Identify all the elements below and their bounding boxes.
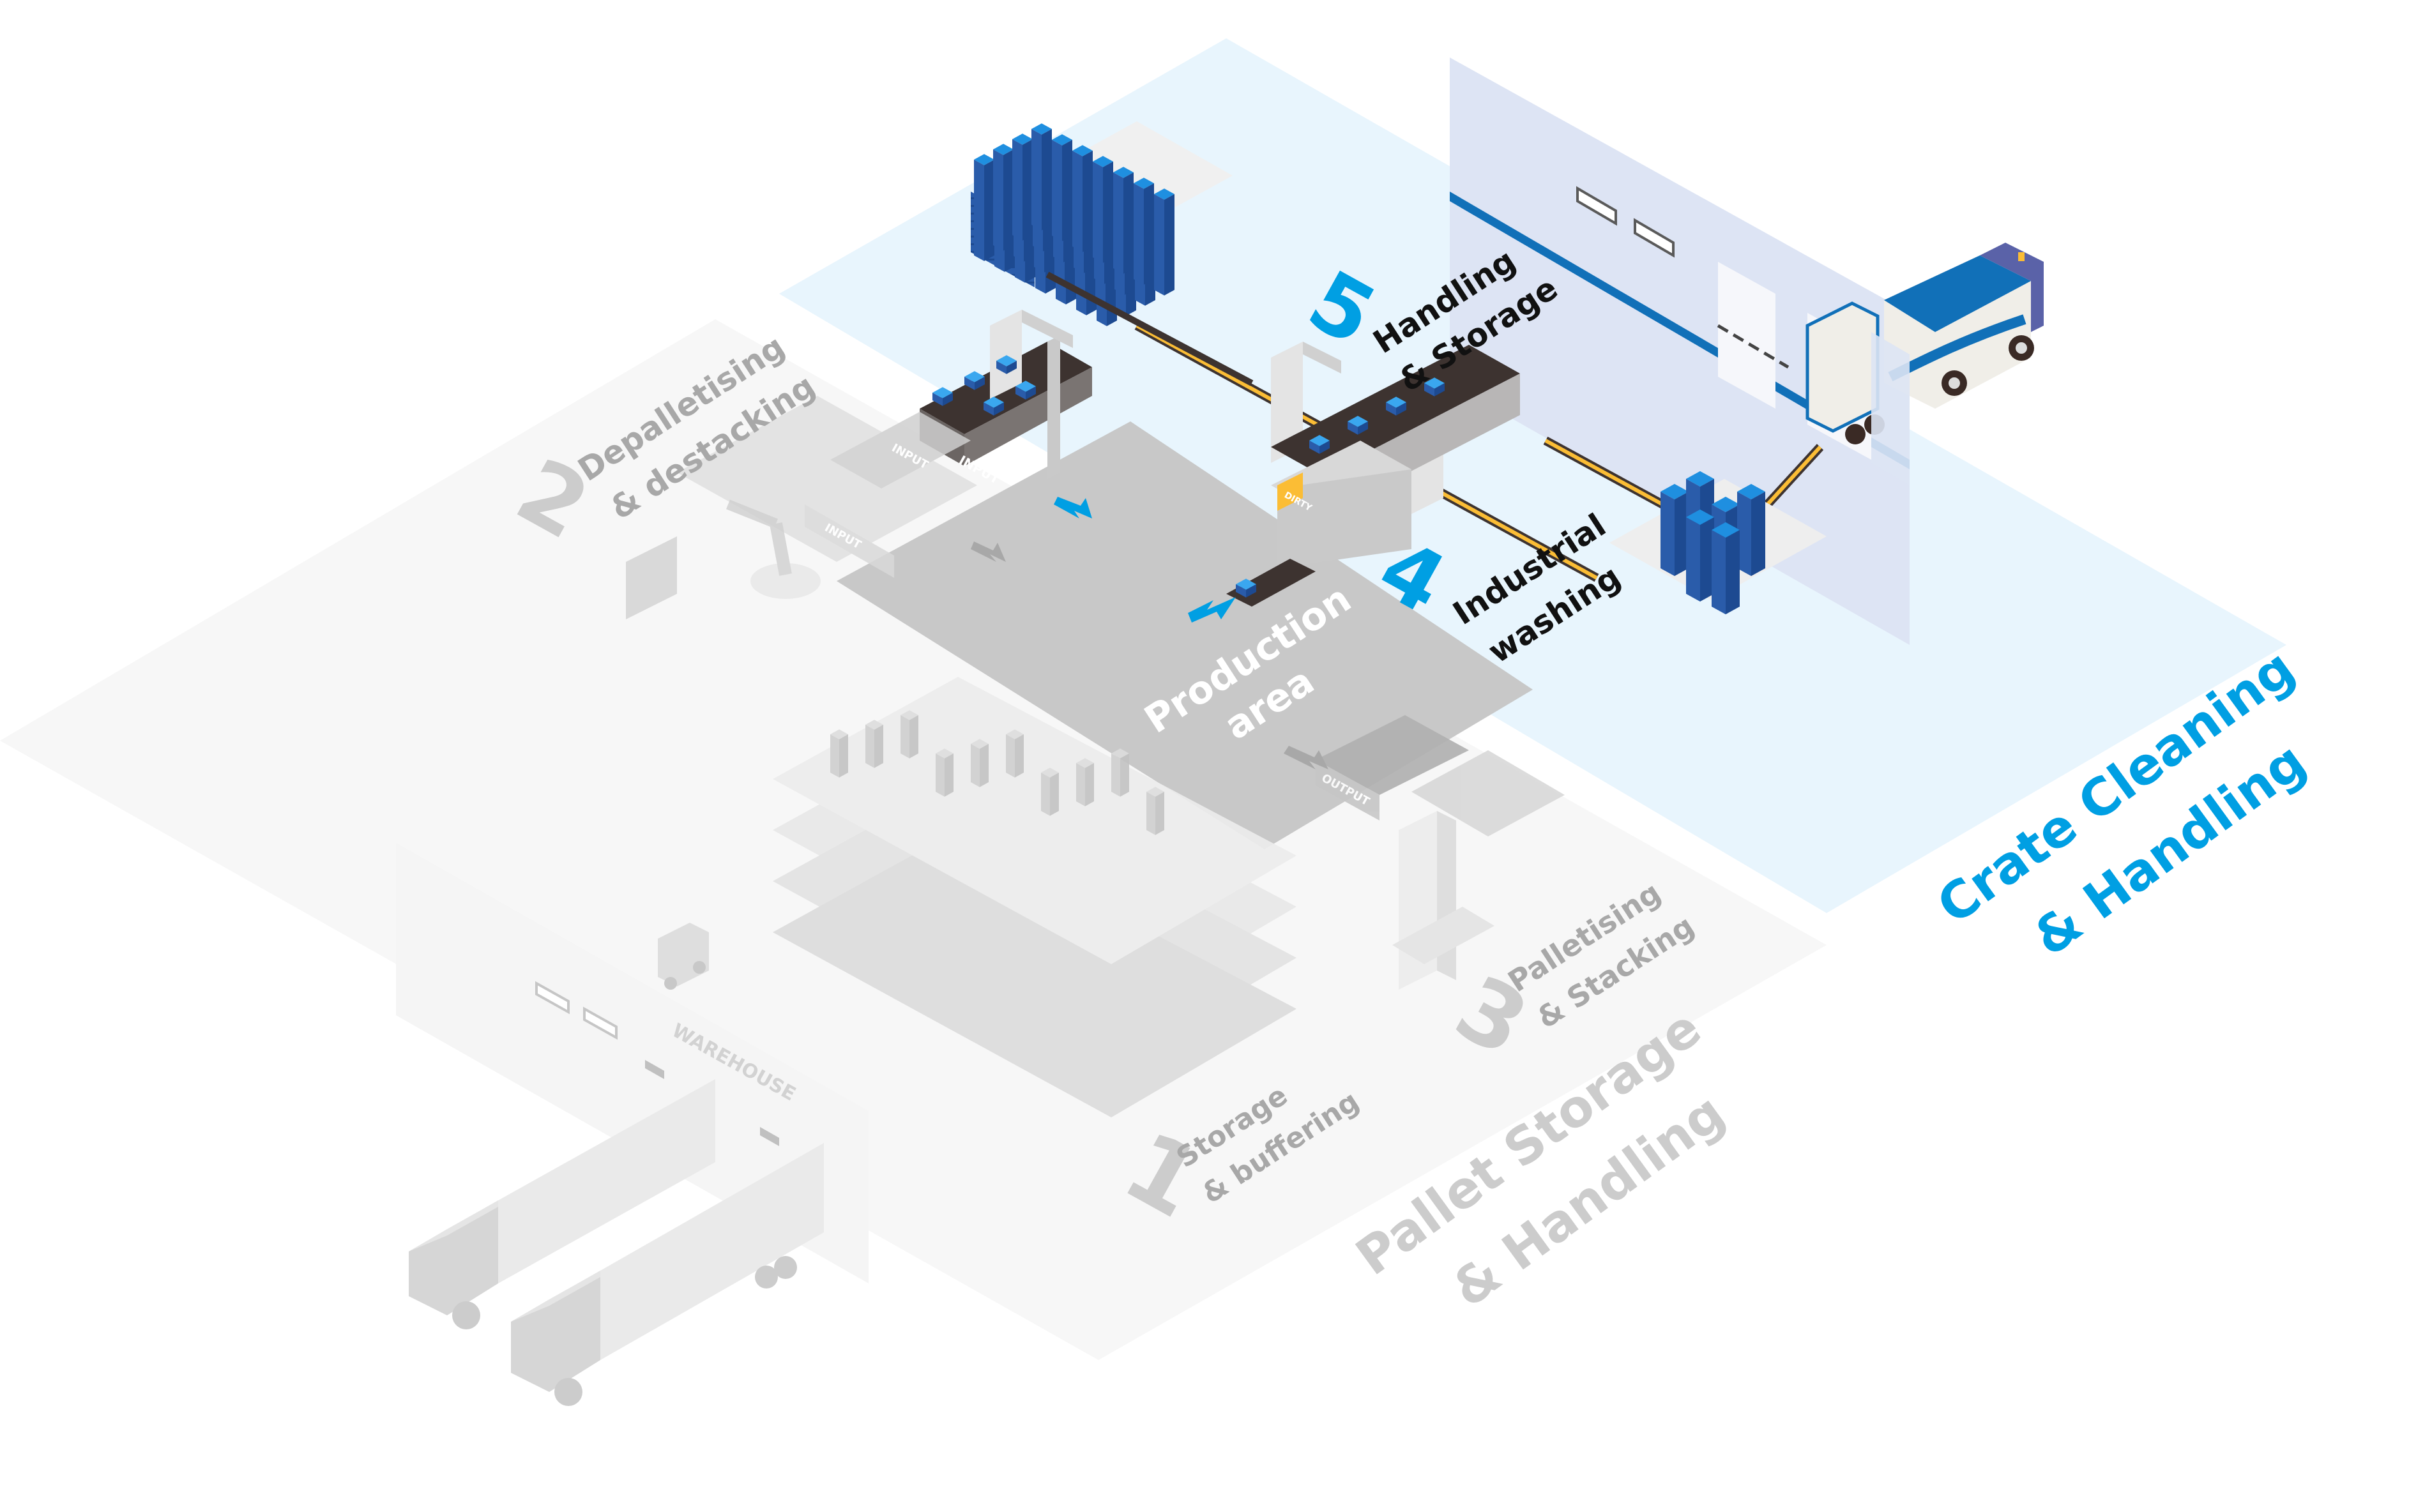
crate-stack: [1006, 729, 1024, 778]
conveyor-crates: [932, 355, 1445, 598]
crate-stack: [1072, 145, 1093, 252]
crate-icon: [996, 355, 1017, 374]
crate-stack: [1041, 767, 1059, 816]
building-window: [535, 981, 570, 1015]
crate-icon: [984, 397, 1004, 416]
crate-stack: [971, 739, 989, 787]
crate-stack: [974, 154, 994, 261]
building-window: [583, 1006, 618, 1040]
depalletising-conveyor-lower: [805, 504, 894, 578]
pallet-crate-stacks: [1609, 471, 1827, 615]
dock-barrier: [1717, 324, 1790, 369]
crate-stack: [1076, 758, 1094, 806]
crate-stack: [1012, 133, 1033, 241]
crate-stack: [993, 144, 1014, 251]
crate-stack: [901, 710, 918, 759]
crate-stack: [1052, 134, 1072, 241]
crate-stack: [1146, 787, 1164, 835]
crate-icon: [1386, 397, 1406, 416]
crate-stack-group: [974, 123, 1174, 326]
depalletising-conveyor-upper: [830, 412, 971, 488]
crate-icon: [964, 371, 985, 390]
crate-icon: [932, 387, 953, 406]
crate-stack-group: [1661, 471, 1765, 615]
crate-stack: [1686, 509, 1714, 602]
crate-stack: [1031, 123, 1052, 231]
crate-icon: [1348, 416, 1368, 435]
delivery-truck-icon: [409, 1079, 715, 1329]
robotic-arm-icon: [726, 499, 821, 599]
crate-stack: [936, 748, 954, 797]
crate-stack-group: [830, 710, 1164, 835]
output-flow-arrow: [1284, 746, 1328, 769]
crate-icon: [1309, 435, 1330, 454]
delivery-truck-icon: [1805, 243, 2044, 444]
depalletising-flow-arrow: [971, 541, 1006, 562]
crate-stack: [1712, 522, 1740, 615]
crate-stack: [830, 729, 848, 778]
building-window: [1576, 186, 1617, 226]
depalletising-station: INPUT INPUT: [626, 396, 977, 619]
crate-stack: [1134, 178, 1154, 285]
flow-arrow-icon: [1188, 597, 1236, 623]
crate-stack: [1154, 188, 1174, 296]
crate-stack: [1111, 748, 1129, 797]
crate-stack: [1113, 167, 1134, 274]
crate-icon: [1236, 578, 1256, 598]
crate-stack: [1661, 483, 1689, 577]
loading-door: [1718, 262, 1775, 409]
crate-stack: [1093, 156, 1113, 263]
crate-icon: [1424, 377, 1445, 397]
loading-door-frame: [1871, 332, 1910, 485]
crate-stack: [1737, 483, 1765, 577]
crate-stack: [865, 720, 883, 768]
flow-arrow-icon: [1054, 497, 1092, 518]
forklift-icon: [658, 923, 709, 990]
building-window: [1634, 218, 1675, 258]
delivery-truck-icon: [511, 1143, 824, 1406]
storage-racks: [773, 677, 1296, 1117]
palletising-station: [1392, 750, 1565, 990]
crate-icon: [1015, 381, 1036, 400]
crate-storage-stacks: [971, 121, 1233, 326]
